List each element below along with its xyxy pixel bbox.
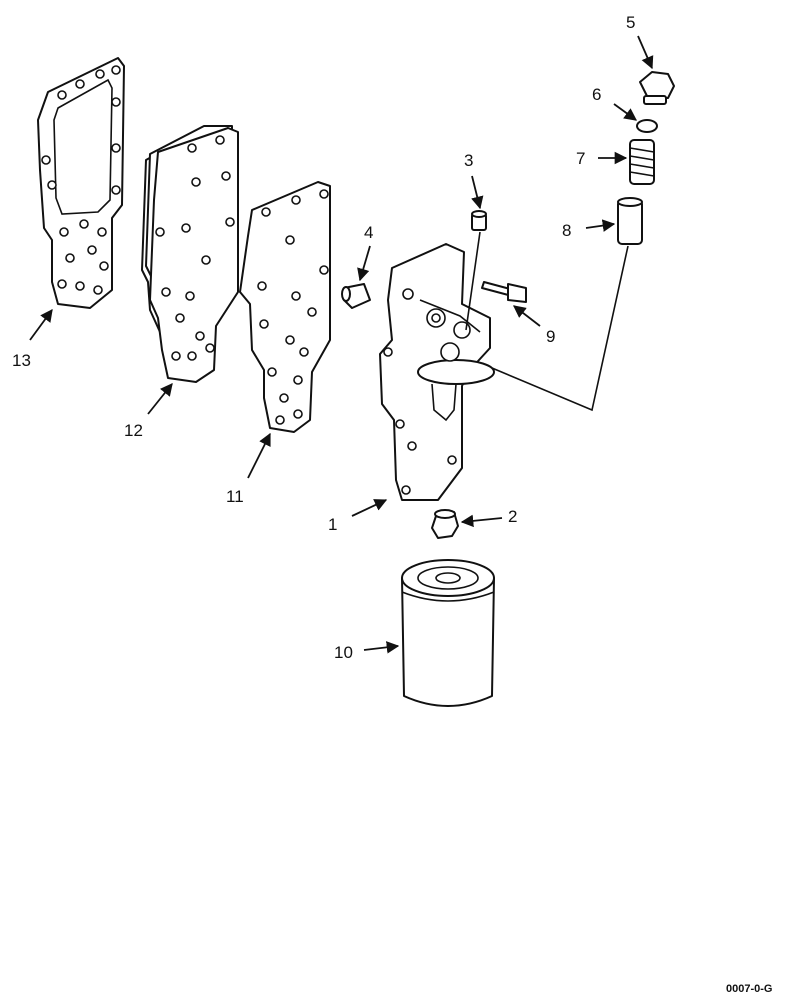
leader-11: [247, 432, 271, 479]
part-3-plug: [465, 210, 487, 331]
part-7-spring: [629, 139, 655, 185]
leader-12: [147, 383, 173, 415]
leader-10: [363, 641, 400, 654]
part-11-gasket: [239, 181, 331, 433]
leader-13: [29, 308, 53, 341]
part-2-fitting: [431, 509, 459, 539]
figure-code: 0007-0-G: [726, 983, 772, 995]
callout-1: 1: [328, 515, 337, 534]
leader-3: [471, 175, 484, 210]
part-9-bolt: [481, 281, 527, 303]
leader-4: [357, 245, 371, 282]
callout-13: 13: [12, 351, 31, 370]
part-4-fitting: [341, 283, 371, 309]
callout-7: 7: [576, 149, 585, 168]
leader-5: [637, 35, 654, 70]
part-10-filter: [401, 559, 495, 707]
callout-4: 4: [364, 223, 373, 242]
callout-3: 3: [464, 151, 473, 170]
leader-1: [351, 499, 388, 517]
part-12-cooler-core: [141, 125, 239, 383]
part-6-o-ring: [636, 119, 658, 133]
part-13-gasket: [37, 57, 125, 309]
leader-2: [460, 514, 503, 528]
callout-2: 2: [508, 507, 517, 526]
leader-8: [585, 219, 616, 232]
part-8-valve: [491, 197, 643, 412]
callout-8: 8: [562, 221, 571, 240]
callout-5: 5: [626, 13, 635, 32]
callout-9: 9: [546, 327, 555, 346]
callout-11: 11: [226, 487, 244, 506]
callout-10: 10: [334, 643, 353, 662]
part-5-plug: [639, 71, 675, 105]
leader-9: [513, 305, 541, 327]
part-1-filter-head: [379, 243, 495, 501]
callout-12: 12: [124, 421, 143, 440]
callout-6: 6: [592, 85, 601, 104]
leader-6: [613, 103, 638, 121]
